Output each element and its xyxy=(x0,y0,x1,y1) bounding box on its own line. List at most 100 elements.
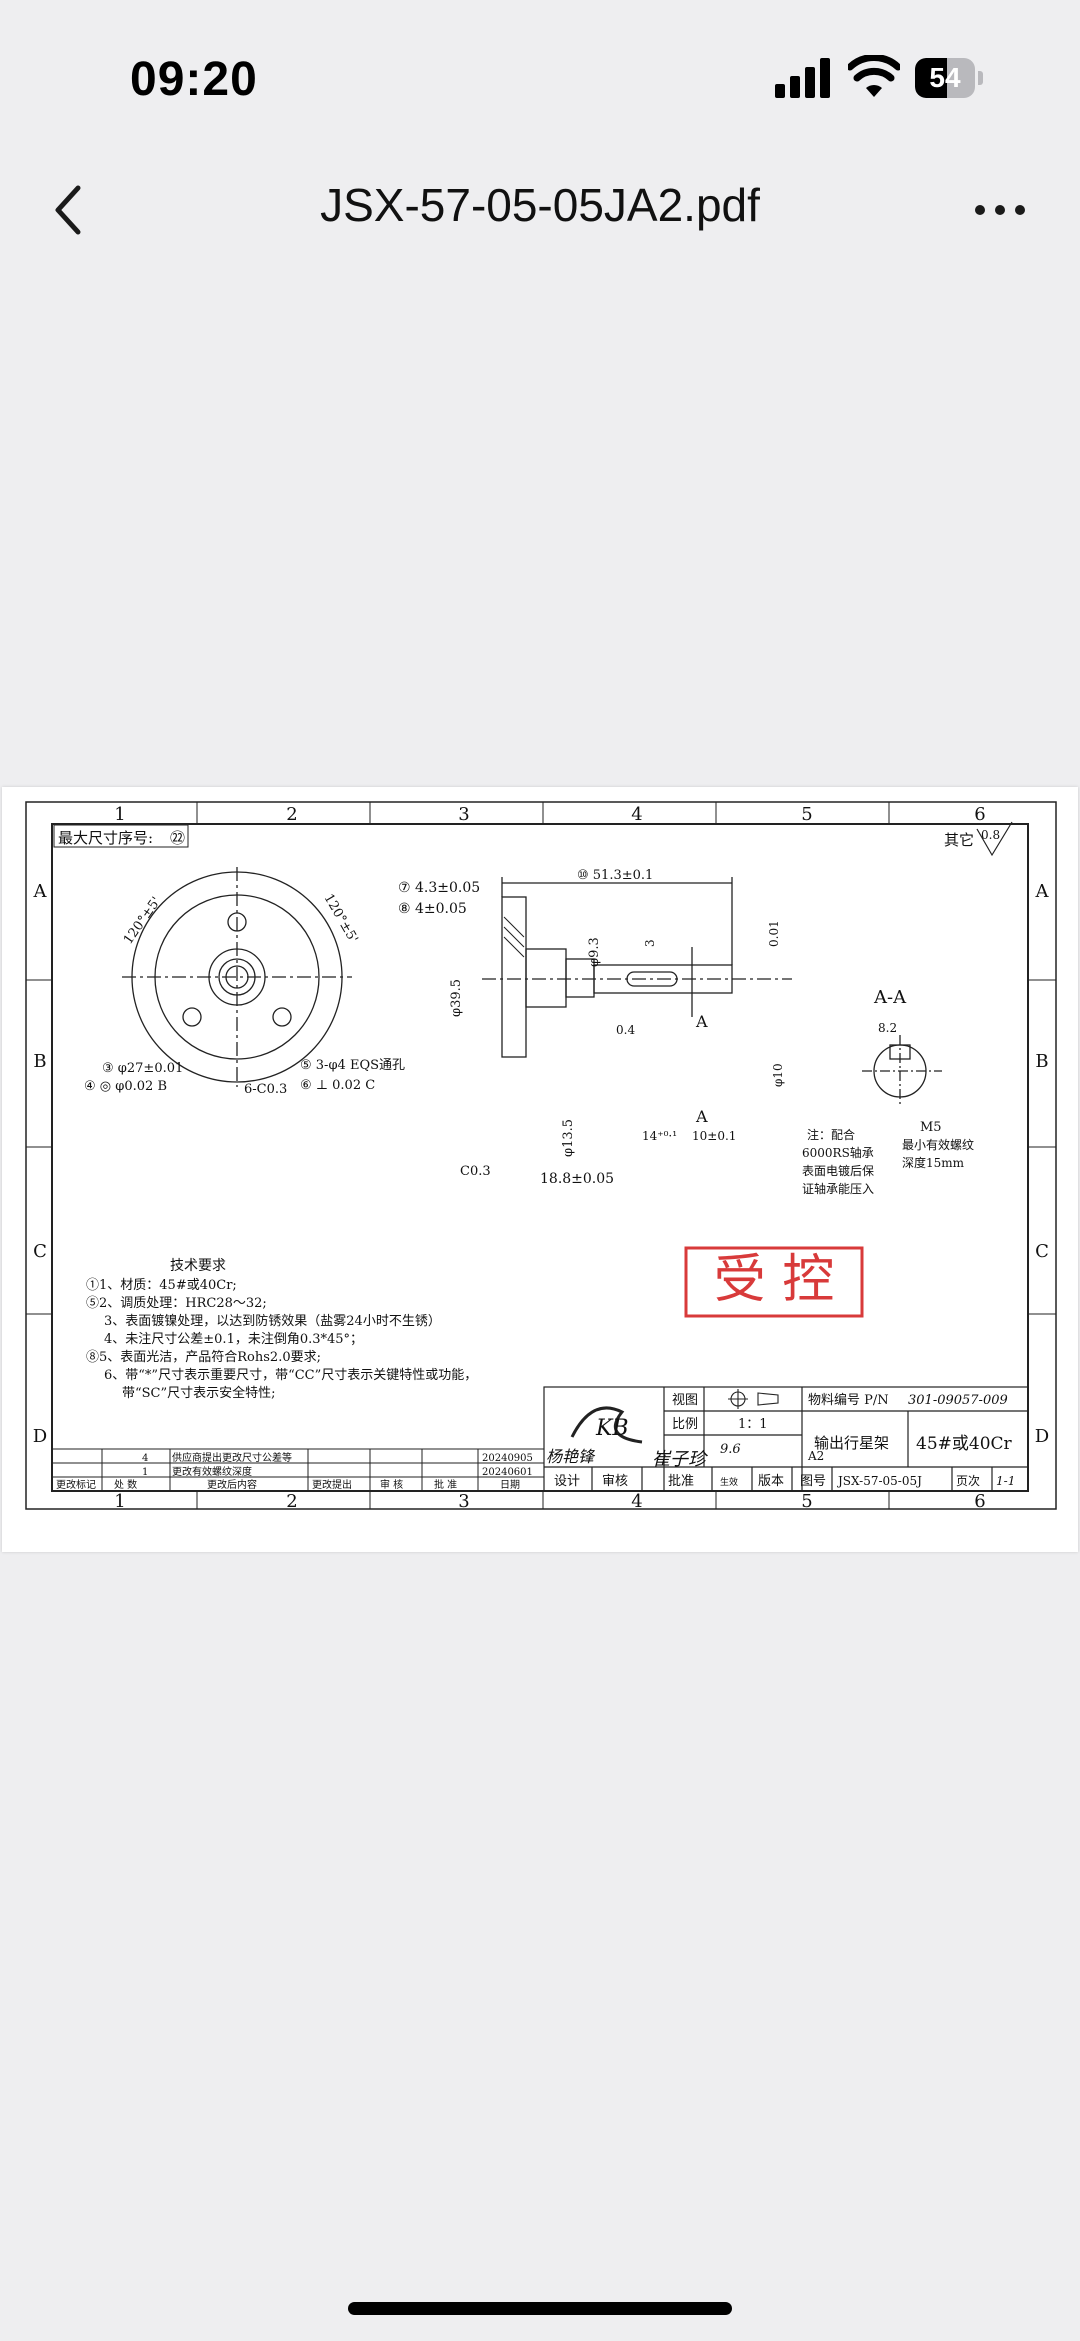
angle-label: 120°±5' xyxy=(321,892,361,946)
revision-mark: 1 xyxy=(142,1467,148,1478)
projection-icon xyxy=(728,1389,779,1409)
dim-13-5: φ13.5 xyxy=(561,1119,576,1157)
border-number: 6 xyxy=(974,804,985,825)
dim-3: 3 xyxy=(643,939,657,947)
controlled-stamp xyxy=(684,1246,864,1318)
border-number: 4 xyxy=(631,804,642,825)
bearing-note: 注：配合 xyxy=(807,1127,855,1142)
hatching xyxy=(503,916,525,958)
company-logo: KB xyxy=(570,1406,643,1444)
dim-chamfer-6: 6-C0.3 xyxy=(244,1082,287,1097)
border-number: 5 xyxy=(801,804,812,825)
view-label: 视图 xyxy=(672,1393,698,1408)
border-letter: D xyxy=(33,1426,47,1447)
drawing-no-value: JSX-57-05-05J xyxy=(836,1474,922,1488)
section-view xyxy=(862,1035,942,1107)
thread-note: 深度15mm xyxy=(902,1155,965,1170)
border-letter: B xyxy=(33,1051,46,1072)
effective-label: 生效 xyxy=(720,1476,738,1488)
nav-bar: JSX-57-05-05JA2.pdf xyxy=(0,160,1080,260)
angle-label: 120°±5' xyxy=(121,894,164,947)
tech-req-item: ①1、材质：45#或40Cr; xyxy=(86,1278,237,1293)
dim-10: 10±0.1 xyxy=(692,1129,736,1143)
front-view xyxy=(122,867,352,1087)
page-value: 1-1 xyxy=(996,1474,1015,1488)
revision-content: 更改有效螺纹深度 xyxy=(172,1465,252,1478)
border-letter: C xyxy=(1035,1241,1049,1262)
material: 45#或40Cr xyxy=(916,1434,1013,1454)
design-label: 设计 xyxy=(554,1474,580,1489)
tech-req-item: ⑤2、调质处理：HRC28～32; xyxy=(86,1296,267,1311)
more-options-icon[interactable] xyxy=(970,190,1030,230)
border-letter: B xyxy=(1035,1051,1048,1072)
material-no-label: 物料编号 P/N xyxy=(808,1393,889,1408)
border-letter: A xyxy=(33,881,48,902)
pdf-page[interactable]: 1 2 3 4 5 6 1 2 3 4 5 6 A B C D A B C D … xyxy=(2,787,1078,1552)
wifi-icon xyxy=(848,55,900,97)
border-number: 1 xyxy=(114,1491,125,1512)
dim-18-8: 18.8±0.05 xyxy=(540,1171,614,1187)
dim-27: ③ φ27±0.01 xyxy=(102,1061,183,1076)
size: A2 xyxy=(807,1449,824,1463)
revision-header: 日期 xyxy=(500,1479,520,1491)
border-letter: A xyxy=(1035,881,1050,902)
border-number: 4 xyxy=(631,1491,642,1512)
border-letter: D xyxy=(1035,1426,1049,1447)
tech-req-item: 6、带“*”尺寸表示重要尺寸，带“CC”尺寸表示关键特性或功能， xyxy=(104,1367,477,1383)
dim-perpendicularity: ⑥ ⊥ 0.02 C xyxy=(300,1078,375,1093)
revision-date: 20240905 xyxy=(482,1453,533,1464)
cellular-signal-icon xyxy=(775,58,831,98)
dim-0-01: 0.01 xyxy=(767,920,781,947)
section-mark-a: A xyxy=(695,1107,708,1126)
dim-concentricity: ④ ◎ φ0.02 B xyxy=(84,1079,167,1094)
tech-req-title: 技术要求 xyxy=(170,1258,226,1274)
thread-note: 最小有效螺纹 xyxy=(902,1137,974,1152)
dim-holes: ⑤ 3-φ4 EQS通孔 xyxy=(300,1058,405,1073)
dim-4-3: ⑦ 4.3±0.05 xyxy=(398,880,480,896)
dim-51-3: ⑩ 51.3±0.1 xyxy=(577,868,653,883)
revision-header: 处 数 xyxy=(114,1478,137,1491)
status-time: 09:20 xyxy=(130,53,258,106)
max-size-value: ㉒ xyxy=(170,829,185,847)
approver-signature: 崔子珍 xyxy=(652,1449,709,1470)
tech-req-item: 4、未注尺寸公差±0.1，未注倒角0.3*45°； xyxy=(104,1332,363,1347)
revision-header: 更改提出 xyxy=(312,1478,352,1491)
revision-date: 20240601 xyxy=(482,1467,533,1478)
scale-value: 1：1 xyxy=(738,1417,768,1432)
tech-req-item: ⑧5、表面光洁，产品符合Rohs2.0要求; xyxy=(86,1349,321,1365)
border-number: 6 xyxy=(974,1491,985,1512)
border-number: 3 xyxy=(458,804,469,825)
bearing-note: 表面电镀后保 xyxy=(802,1164,874,1178)
part-name: 输出行星架 xyxy=(814,1434,889,1452)
roughness-label: 其它 xyxy=(944,831,974,849)
dim-0-4: 0.4 xyxy=(616,1023,635,1037)
dim-9-3: φ9.3 xyxy=(587,937,602,967)
engineering-drawing: 1 2 3 4 5 6 1 2 3 4 5 6 A B C D A B C D … xyxy=(25,801,1057,1512)
roughness-symbol xyxy=(976,821,1013,857)
home-indicator[interactable] xyxy=(348,2302,732,2315)
border-number: 2 xyxy=(286,1491,297,1512)
tech-req-item: 3、表面镀镍处理，以达到防锈效果（盐雾24小时不生锈） xyxy=(104,1313,441,1329)
battery-icon: 54 xyxy=(915,58,985,98)
thread-note: M5 xyxy=(920,1120,942,1135)
border-letter: C xyxy=(33,1241,47,1262)
page-label: 页次 xyxy=(956,1474,980,1488)
max-size-label: 最大尺寸序号: xyxy=(58,829,153,847)
dim-14: 14⁺⁰·¹ xyxy=(642,1129,677,1143)
border-number: 5 xyxy=(801,1491,812,1512)
tech-req-item: 带“SC”尺寸表示安全特性; xyxy=(122,1385,276,1401)
revision-header: 更改标记 xyxy=(56,1478,96,1491)
border-number: 1 xyxy=(114,804,125,825)
svg-text:KB: KB xyxy=(595,1416,629,1441)
status-bar: 09:20 54 xyxy=(0,0,1080,160)
back-button[interactable] xyxy=(40,180,100,240)
version-label: 版本 xyxy=(758,1474,784,1489)
dim-39-5: φ39.5 xyxy=(449,979,464,1017)
drawing-no-label: 图号 xyxy=(800,1474,826,1489)
revision-header: 审 核 xyxy=(380,1478,403,1491)
section-mark-a: A xyxy=(695,1012,708,1031)
border-number: 2 xyxy=(286,804,297,825)
revision-content: 供应商提出更改尺寸公差等 xyxy=(172,1451,292,1464)
check-label: 审核 xyxy=(602,1474,628,1489)
material-no-value: 301-09057-009 xyxy=(908,1393,1008,1408)
